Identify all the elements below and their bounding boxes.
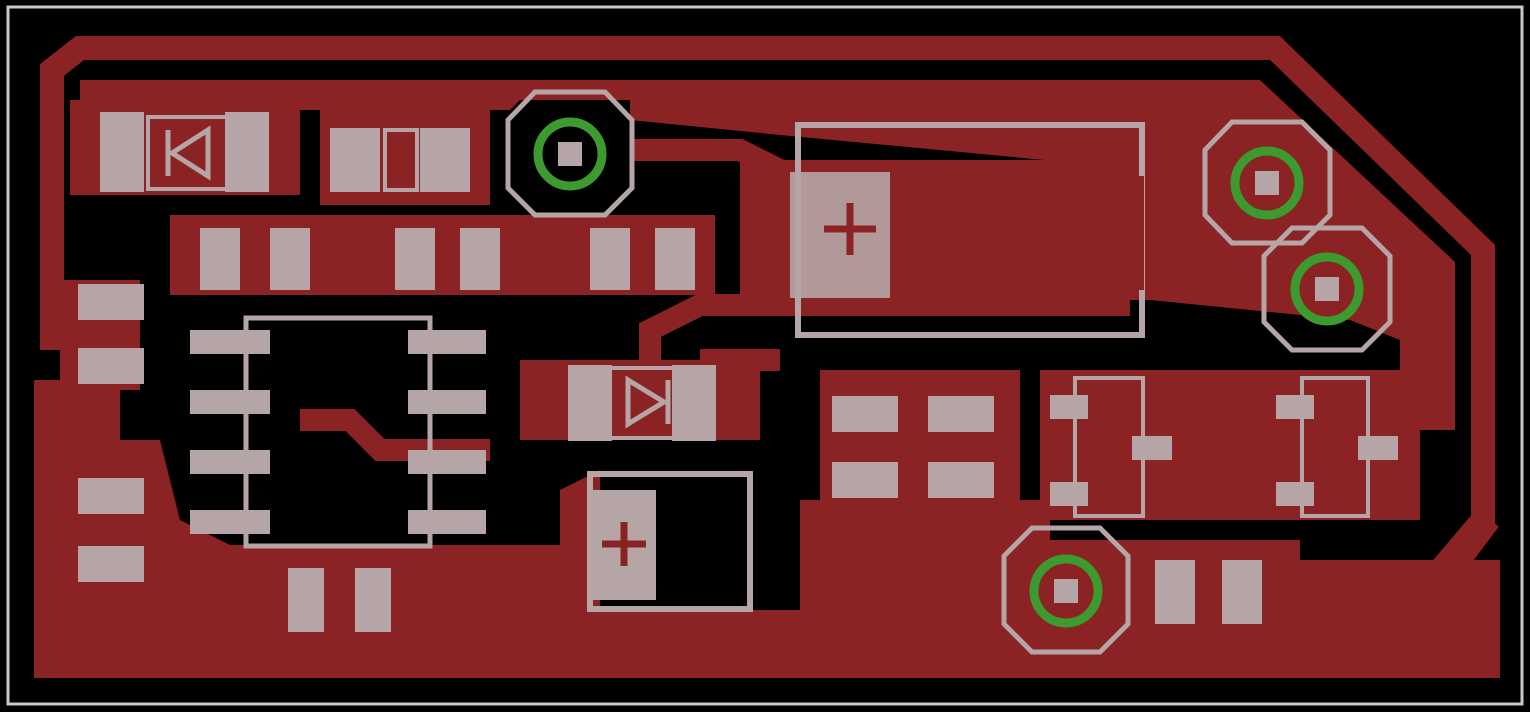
smd-resistor <box>395 228 500 290</box>
copper-block <box>1130 550 1290 630</box>
smd-resistor <box>928 396 994 498</box>
through-hole-pad <box>1261 225 1393 353</box>
through-hole-pad <box>1001 525 1131 655</box>
through-hole-pad <box>1202 119 1333 246</box>
smd-resistor <box>78 284 144 384</box>
ic-pin <box>190 450 270 474</box>
smd-resistor <box>78 478 144 582</box>
diode-symbol-icon <box>167 125 211 181</box>
ic-pin <box>190 330 270 354</box>
smd-resistor <box>200 228 310 290</box>
copper-traces <box>300 139 1499 611</box>
smd-resistor <box>288 568 391 632</box>
ic-body-outline <box>243 315 433 549</box>
ic-pin <box>190 510 270 534</box>
diode-middle <box>568 365 716 441</box>
ic-chip <box>190 315 486 549</box>
copper-block <box>1040 370 1420 520</box>
smd-resistor <box>330 128 470 192</box>
transistor-q1 <box>1050 376 1172 518</box>
electrolytic-capacitor-small <box>587 471 753 612</box>
diode-top-left <box>100 112 269 192</box>
ic-pin <box>408 510 486 534</box>
smd-resistor <box>590 228 695 290</box>
copper-block <box>170 215 715 295</box>
smd-resistor <box>1155 560 1262 624</box>
ic-pin <box>408 330 486 354</box>
through-hole-pad <box>505 89 635 218</box>
electrolytic-capacitor-large <box>790 122 1145 338</box>
board-outline <box>6 5 1524 706</box>
smd-resistor <box>832 396 898 498</box>
diode-symbol-icon <box>625 375 669 429</box>
smd-components <box>78 128 1262 632</box>
copper-block <box>250 555 420 645</box>
ic-pin <box>408 450 486 474</box>
transistor-q2 <box>1276 376 1398 518</box>
ic-pin <box>408 390 486 414</box>
ic-pin <box>190 390 270 414</box>
